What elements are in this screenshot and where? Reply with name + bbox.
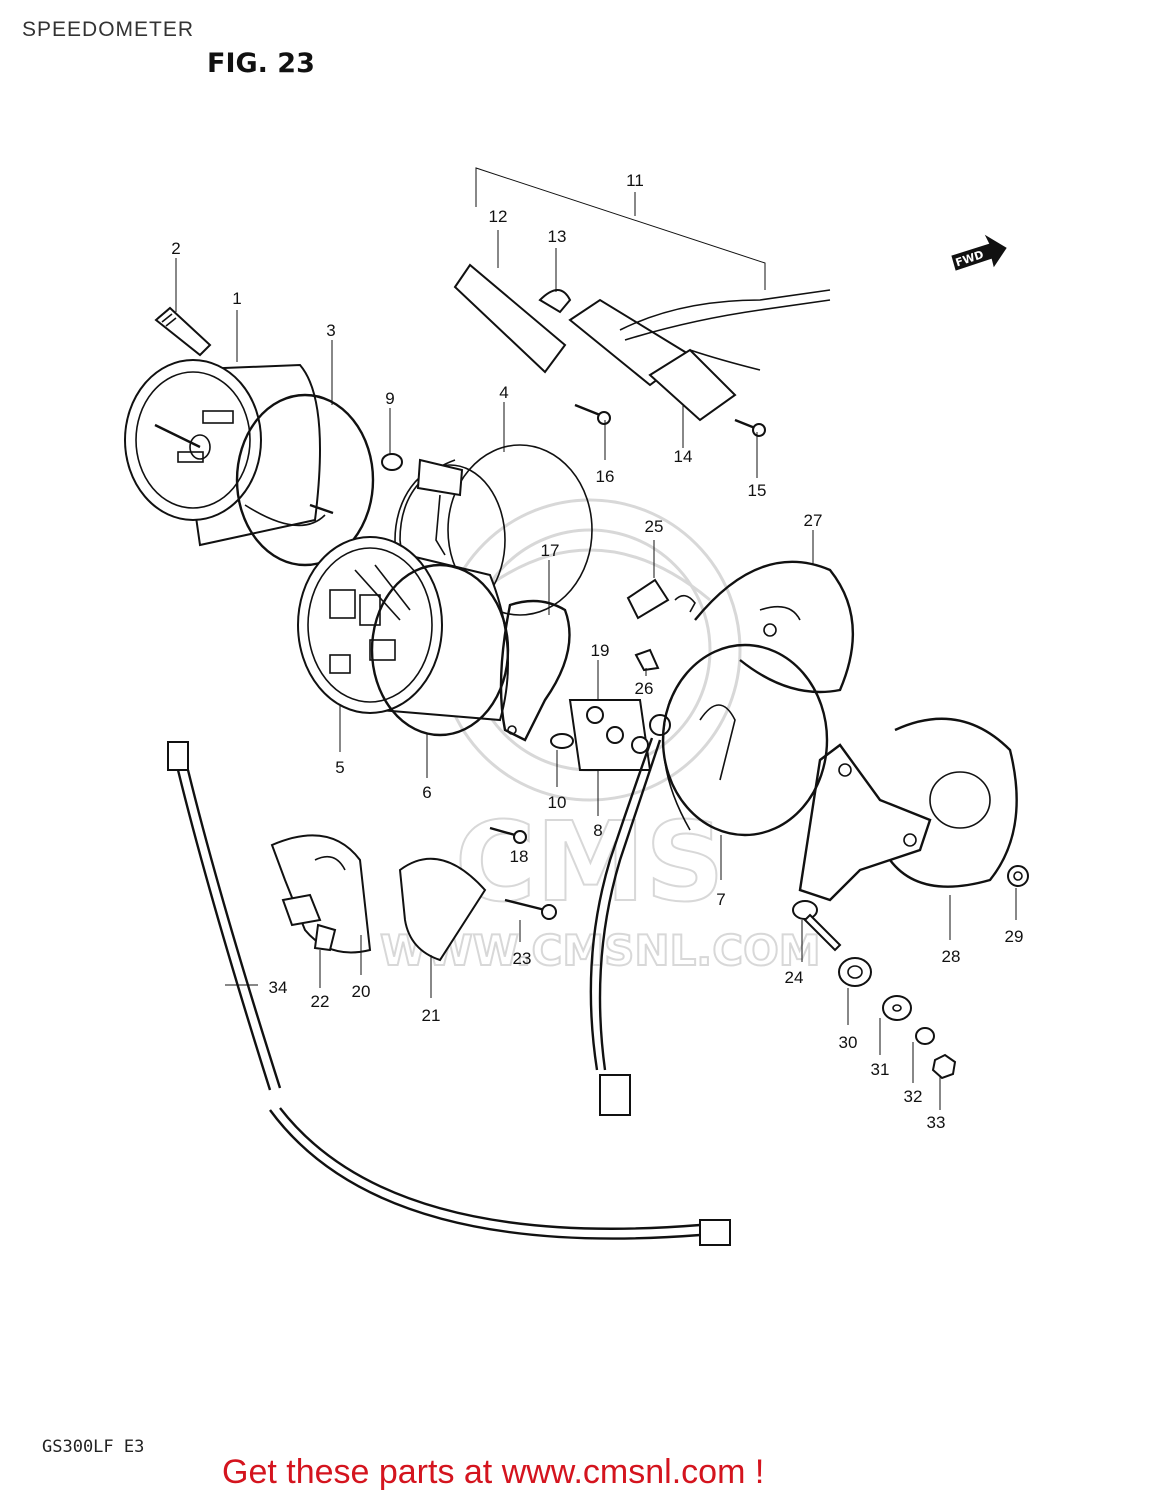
gasket-ring-3 — [235, 393, 375, 567]
fwd-arrow-icon: FWD — [951, 234, 1007, 271]
part-number-2[interactable]: 2 — [171, 239, 180, 258]
mounting-plate-17 — [499, 599, 571, 742]
part-number-16[interactable]: 16 — [596, 467, 615, 486]
part-number-5[interactable]: 5 — [335, 758, 344, 777]
part-number-6[interactable]: 6 — [422, 783, 431, 802]
part-number-8[interactable]: 8 — [593, 821, 602, 840]
part-number-32[interactable]: 32 — [904, 1087, 923, 1106]
lower-cover-21 — [398, 857, 487, 962]
part-number-20[interactable]: 20 — [352, 982, 371, 1001]
clip-26 — [634, 648, 660, 672]
washer-32 — [915, 1027, 935, 1045]
watermark: CMS WWW.CMSNL.COM — [379, 498, 822, 976]
leader-lines — [175, 230, 1017, 1110]
part-number-27[interactable]: 27 — [804, 511, 823, 530]
washer-31 — [882, 995, 912, 1021]
meter-housing-7 — [661, 643, 829, 837]
group-11-bracket — [475, 167, 766, 290]
screw-18 — [489, 826, 527, 844]
part-number-15[interactable]: 15 — [748, 481, 767, 500]
screw-23 — [504, 898, 557, 920]
part-number-7[interactable]: 7 — [716, 890, 725, 909]
part-number-13[interactable]: 13 — [548, 227, 567, 246]
promo-link[interactable]: Get these parts at www.cmsnl.com ! — [222, 1453, 765, 1491]
upper-cover-27 — [694, 560, 855, 694]
clip-25 — [626, 578, 696, 620]
part-number-labels: 1234567891011121314151617181920212223242… — [171, 171, 1023, 1132]
part-number-10[interactable]: 10 — [548, 793, 567, 812]
wire-harness — [589, 737, 662, 1116]
part-number-19[interactable]: 19 — [591, 641, 610, 660]
fwd-label: FWD — [954, 248, 985, 269]
screw-16 — [574, 403, 611, 425]
part-number-34[interactable]: 34 — [269, 978, 288, 997]
part-number-1[interactable]: 1 — [232, 289, 241, 308]
lower-cover-22 — [281, 893, 337, 952]
part-number-9[interactable]: 9 — [385, 389, 394, 408]
harness-assembly-11 — [453, 263, 831, 422]
speedometer-gauge — [124, 359, 334, 547]
part-number-3[interactable]: 3 — [326, 321, 335, 340]
gasket-6 — [370, 563, 510, 737]
part-number-28[interactable]: 28 — [942, 947, 961, 966]
socket-assembly-19 — [550, 699, 671, 771]
part-number-23[interactable]: 23 — [513, 949, 532, 968]
grommet-30 — [838, 957, 872, 987]
part-number-30[interactable]: 30 — [839, 1033, 858, 1052]
part-number-12[interactable]: 12 — [489, 207, 508, 226]
watermark-brand: CMS — [455, 798, 724, 926]
indicator-gauge-5 — [297, 536, 509, 722]
part-number-4[interactable]: 4 — [499, 383, 508, 402]
bolt-24 — [792, 900, 842, 952]
model-code: GS300LF E3 — [42, 1437, 145, 1457]
part-number-25[interactable]: 25 — [645, 517, 664, 536]
bulb-9 — [381, 453, 464, 556]
speedometer-cable-34 — [167, 741, 731, 1246]
nut-29 — [1007, 865, 1029, 887]
part-number-17[interactable]: 17 — [541, 541, 560, 560]
lower-cover-20 — [270, 834, 372, 954]
nut-33 — [931, 1053, 957, 1080]
page-title: SPEEDOMETER — [22, 18, 195, 41]
rear-cover-28 — [798, 717, 1018, 902]
part-number-14[interactable]: 14 — [674, 447, 693, 466]
figure-label: FIG. 23 — [207, 48, 315, 79]
part-number-11[interactable]: 11 — [626, 171, 644, 190]
bulb-socket-2 — [154, 306, 212, 357]
part-number-21[interactable]: 21 — [422, 1006, 441, 1025]
screw-15 — [734, 418, 766, 437]
part-number-26[interactable]: 26 — [635, 679, 654, 698]
part-number-33[interactable]: 33 — [927, 1113, 946, 1132]
part-number-24[interactable]: 24 — [785, 968, 804, 987]
part-number-29[interactable]: 29 — [1005, 927, 1024, 946]
part-number-22[interactable]: 22 — [311, 992, 330, 1011]
part-number-31[interactable]: 31 — [871, 1060, 890, 1079]
part-number-18[interactable]: 18 — [510, 847, 529, 866]
